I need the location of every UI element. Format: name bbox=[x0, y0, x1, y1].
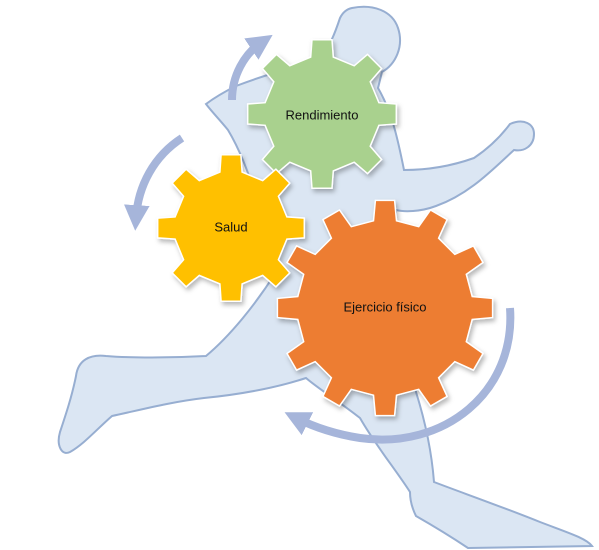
gear-ejercicio-icon bbox=[276, 199, 494, 417]
gear-ejercicio-label: Ejercicio físico bbox=[343, 299, 426, 314]
arrow-top-icon bbox=[228, 34, 273, 101]
gear-rendimiento-label: Rendimiento bbox=[286, 107, 359, 122]
gear-salud-icon bbox=[156, 153, 306, 303]
gear-salud-label: Salud bbox=[214, 219, 247, 234]
arrow-left-icon bbox=[124, 134, 185, 231]
gear-rendimiento-icon bbox=[246, 38, 398, 190]
gear-ejercicio: Ejercicio físico bbox=[276, 199, 494, 417]
cycle-arrows bbox=[124, 34, 515, 444]
gear-salud: Salud bbox=[156, 153, 306, 303]
gear-rendimiento: Rendimiento bbox=[246, 38, 398, 190]
arrow-bottom-right-icon bbox=[284, 307, 515, 444]
